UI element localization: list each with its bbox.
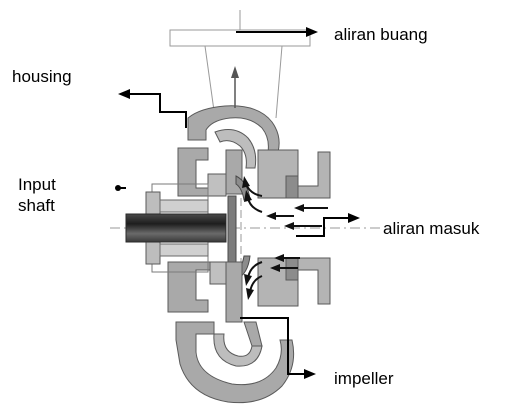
input-shaft-assembly [115, 183, 227, 273]
label-input-shaft-line1: Input [18, 175, 56, 194]
discharge-pipe [169, 10, 311, 119]
label-impeller: impeller [334, 369, 394, 388]
label-aliran-masuk: aliran masuk [383, 219, 480, 238]
label-input-shaft: Input shaft [18, 174, 88, 216]
suction-flow-arrows [242, 176, 328, 300]
label-aliran-buang: aliran buang [334, 25, 428, 44]
label-housing: housing [12, 67, 72, 86]
label-input-shaft-line2: shaft [18, 196, 55, 215]
internal-flow-arrows [231, 66, 239, 108]
label-arrows [118, 27, 360, 379]
